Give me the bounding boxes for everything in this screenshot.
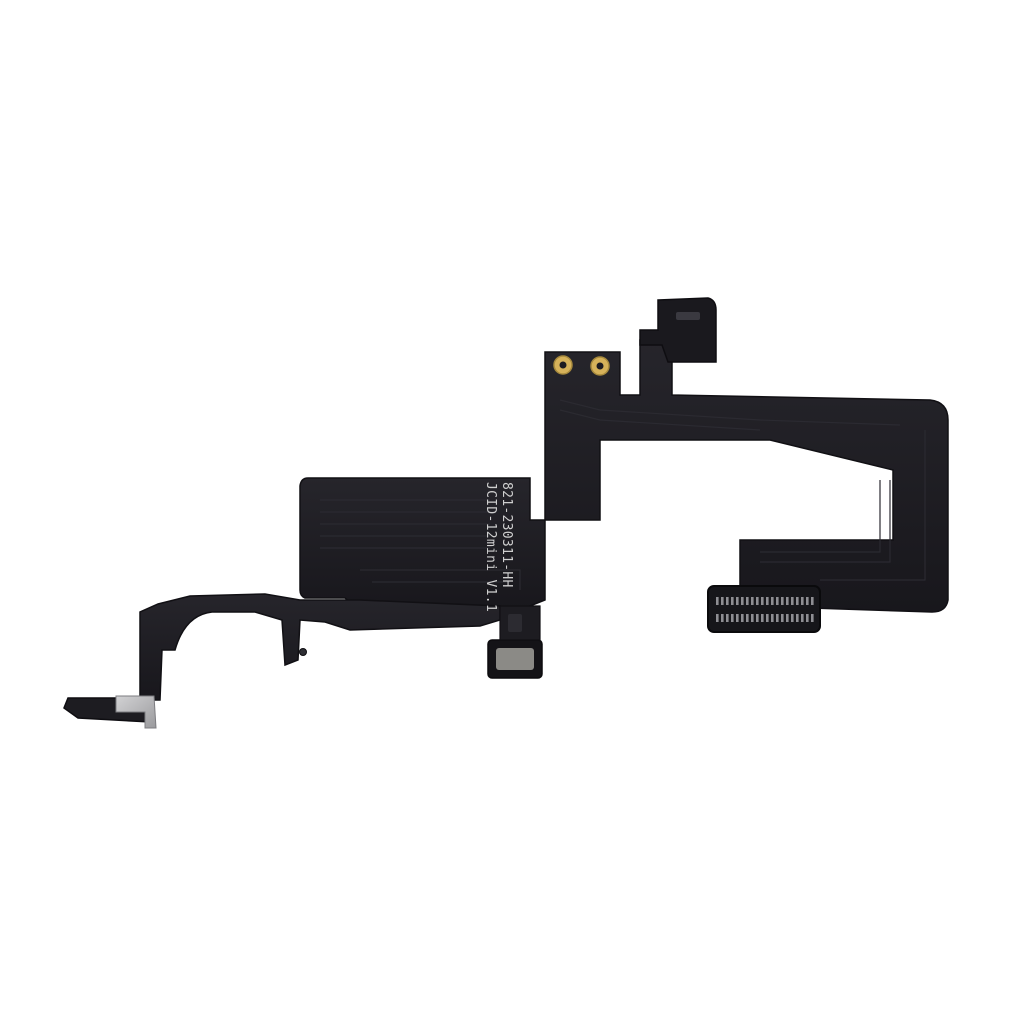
flex-upper-arm: [544, 339, 949, 613]
connector-pin: [761, 597, 764, 605]
connector-pin: [776, 614, 779, 622]
connector-pin: [806, 614, 809, 622]
connector-pin: [811, 597, 814, 605]
circuit-traces: [320, 399, 926, 590]
connector-pin: [741, 597, 744, 605]
connector-pin: [736, 614, 739, 622]
small-chip: [508, 614, 522, 632]
printed-model-line: JCID-12mini V1.1: [483, 482, 498, 612]
connector-pin: [731, 614, 734, 622]
gold-pad-left-hole: [559, 361, 567, 369]
connector-pin: [811, 614, 814, 622]
connector-pin: [756, 597, 759, 605]
connector-pin: [781, 614, 784, 622]
connector-pin: [791, 597, 794, 605]
connector-pin: [726, 597, 729, 605]
sensor-head-top-window: [676, 312, 700, 320]
connector-pin: [751, 614, 754, 622]
gold-pad-right-hole: [596, 362, 604, 370]
connector-pin: [731, 597, 734, 605]
connector-pin: [806, 597, 809, 605]
connector-pin: [801, 597, 804, 605]
flex-lower-arm: [139, 593, 501, 701]
connector-pin: [786, 614, 789, 622]
connector-pin: [751, 597, 754, 605]
connector-pin: [796, 597, 799, 605]
connector-pin: [756, 614, 759, 622]
connector-pin: [796, 614, 799, 622]
connector-pin: [791, 614, 794, 622]
connector-pin: [736, 597, 739, 605]
mount-hole: [299, 648, 307, 656]
connector-pin: [746, 614, 749, 622]
connector-pin: [766, 614, 769, 622]
sensor-module-window: [496, 648, 534, 670]
connector-pin: [801, 614, 804, 622]
connector-pin: [786, 597, 789, 605]
connector-pin: [716, 597, 719, 605]
connector-pin: [781, 597, 784, 605]
connector-pin: [721, 614, 724, 622]
connector-pin: [771, 597, 774, 605]
connector-pin: [766, 597, 769, 605]
connector-pin: [716, 614, 719, 622]
printed-part-number: 821-230311-HH: [499, 482, 514, 588]
connector-pin: [726, 614, 729, 622]
connector-pin: [746, 597, 749, 605]
connector-pin: [776, 597, 779, 605]
connector-pin: [761, 614, 764, 622]
connector-pins: [716, 597, 814, 622]
connector-pin: [771, 614, 774, 622]
connector-pin: [741, 614, 744, 622]
board-connector: [707, 585, 821, 633]
steel-bracket: [115, 695, 157, 729]
connector-pin: [721, 597, 724, 605]
